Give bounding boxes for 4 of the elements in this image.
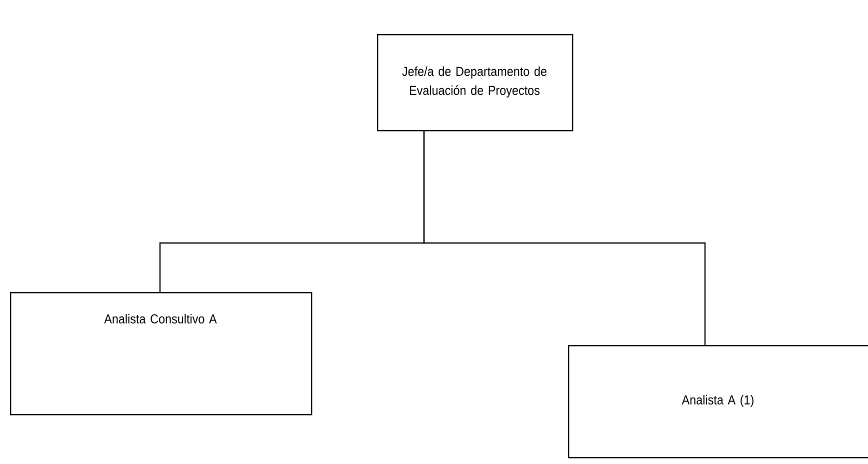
connector-line [423,130,706,345]
org-box: Analista A (1) [568,345,868,458]
org-box: Analista Consultivo A [10,292,312,416]
org-box: Jefe/a de Departamento de Evaluación de Proyectos [377,34,574,132]
